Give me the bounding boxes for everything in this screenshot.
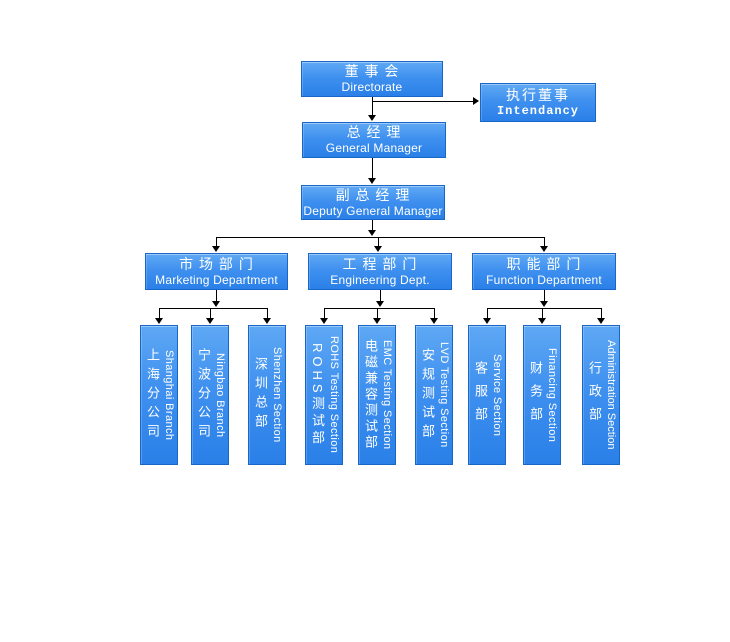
connector-line (372, 220, 373, 231)
connector-arrow-down (368, 178, 376, 184)
node-lvd-testing-section: 安规测试部 LVD Testing Section (415, 325, 453, 465)
node-shenzhen-section-zh: 深圳总部 (253, 357, 268, 433)
connector-line (380, 290, 381, 302)
connector-line (324, 309, 325, 318)
node-emc-testing-section: 电磁兼容测试部 EMC Testing Section (358, 325, 396, 465)
connector-arrow-down (320, 318, 328, 324)
node-lvd-testing-section-en: LVD Testing Section (438, 342, 450, 448)
node-lvd-testing-section-zh: 安规测试部 (420, 347, 435, 443)
connector-arrow-down (368, 230, 376, 236)
node-directorate-zh: 董 事 会 (344, 63, 400, 79)
connector-line (544, 290, 545, 302)
node-emc-testing-section-en: EMC Testing Section (381, 340, 393, 450)
connector-line (216, 238, 217, 246)
connector-arrow-down (212, 246, 220, 252)
connector-line (544, 238, 545, 246)
node-intendancy-en: Intendancy (496, 103, 579, 118)
connector-arrow-down (206, 318, 214, 324)
connector-arrow-down (540, 246, 548, 252)
node-financing-section: 财务部 Financing Section (523, 325, 561, 465)
node-service-section-en: Service Section (491, 353, 503, 437)
connector-line (377, 309, 378, 318)
connector-arrow-down (430, 318, 438, 324)
connector-line (487, 308, 602, 309)
connector-arrow-down (212, 301, 220, 307)
node-function-department-en: Function Department (486, 272, 602, 287)
node-shenzhen-section-en: Shenzhen Section (271, 347, 283, 443)
node-function-department-zh: 职 能 部 门 (506, 255, 582, 272)
node-deputy-general-manager: 副 总 经 理 Deputy General Manager (301, 185, 445, 220)
node-rohs-testing-section-zh: ROHS测试部 (310, 342, 325, 448)
connector-line (267, 309, 268, 318)
node-rohs-testing-section: ROHS测试部 ROHS Testing Section (305, 325, 343, 465)
connector-line (434, 309, 435, 318)
connector-arrow-down (538, 318, 546, 324)
node-service-section-zh: 客服部 (473, 360, 488, 430)
node-shanghai-branch-zh: 上海分公司 (145, 347, 160, 443)
node-shenzhen-section: 深圳总部 Shenzhen Section (248, 325, 286, 465)
connector-line (372, 101, 474, 102)
node-ningbao-branch-en: Ningbao Branch (214, 352, 226, 438)
connector-line (487, 309, 488, 318)
connector-arrow-down (597, 318, 605, 324)
node-financing-section-zh: 财务部 (528, 360, 543, 430)
node-administration-section-zh: 行政部 (587, 360, 602, 430)
connector-line (216, 290, 217, 302)
connector-arrow-right (473, 97, 479, 105)
connector-line (216, 237, 545, 238)
connector-arrow-down (155, 318, 163, 324)
node-directorate-en: Directorate (341, 80, 403, 94)
connector-line (378, 238, 379, 246)
connector-arrow-down (374, 246, 382, 252)
connector-line (210, 309, 211, 318)
connector-arrow-down (373, 318, 381, 324)
connector-line (601, 309, 602, 318)
connector-line (159, 308, 268, 309)
node-marketing-department-en: Marketing Department (155, 272, 278, 287)
node-ningbao-branch: 宁波分公司 Ningbao Branch (191, 325, 229, 465)
node-deputy-general-manager-en: Deputy General Manager (303, 203, 443, 218)
node-shanghai-branch-en: Shanghai Branch (163, 349, 175, 441)
connector-arrow-down (368, 115, 376, 121)
connector-line (372, 97, 373, 116)
node-marketing-department: 市 场 部 门 Marketing Department (145, 253, 288, 290)
connector-arrow-down (376, 301, 384, 307)
connector-line (372, 158, 373, 179)
node-financing-section-en: Financing Section (546, 347, 558, 443)
node-emc-testing-section-zh: 电磁兼容测试部 (363, 339, 378, 451)
node-rohs-testing-section-en: ROHS Testing Section (328, 336, 340, 454)
node-function-department: 职 能 部 门 Function Department (472, 253, 616, 290)
node-administration-section: 行政部 Administration Section (582, 325, 620, 465)
connector-line (324, 308, 435, 309)
node-intendancy-zh: 执行董事 (506, 86, 570, 103)
node-general-manager-en: General Manager (325, 141, 423, 155)
connector-arrow-down (483, 318, 491, 324)
node-marketing-department-zh: 市 场 部 门 (179, 255, 254, 272)
connector-arrow-down (540, 301, 548, 307)
node-service-section: 客服部 Service Section (468, 325, 506, 465)
node-general-manager-zh: 总 经 理 (346, 124, 402, 140)
node-ningbao-branch-zh: 宁波分公司 (196, 347, 211, 443)
connector-line (542, 309, 543, 318)
node-intendancy: 执行董事 Intendancy (480, 83, 596, 122)
node-directorate: 董 事 会 Directorate (301, 61, 443, 97)
node-shanghai-branch: 上海分公司 Shanghai Branch (140, 325, 178, 465)
node-deputy-general-manager-zh: 副 总 经 理 (335, 186, 411, 203)
node-general-manager: 总 经 理 General Manager (302, 122, 446, 158)
node-engineering-dept: 工 程 部 门 Engineering Dept. (308, 253, 452, 290)
connector-arrow-down (263, 318, 271, 324)
node-engineering-dept-en: Engineering Dept. (330, 272, 430, 287)
connector-line (159, 309, 160, 318)
node-engineering-dept-zh: 工 程 部 门 (342, 255, 418, 272)
node-administration-section-en: Administration Section (605, 340, 617, 450)
